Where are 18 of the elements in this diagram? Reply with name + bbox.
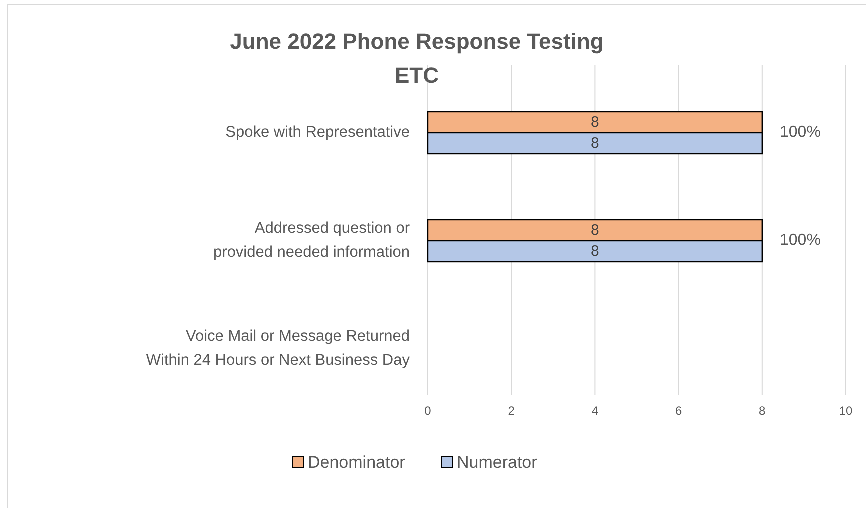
tick-label: 0	[424, 404, 432, 418]
category-label: Spoke with Representative	[224, 123, 410, 143]
data-label: 8	[590, 113, 600, 132]
tick-label: 8	[758, 404, 767, 418]
tick-label: 6	[674, 404, 684, 418]
chart-title: June 2022 Phone Response Testing ETC	[229, 28, 605, 90]
data-label: 8	[590, 221, 600, 240]
tick-label: 4	[590, 404, 600, 418]
percent-annotation: 100%	[780, 231, 821, 251]
category-label: Addressed question or provided needed information	[212, 219, 410, 263]
data-label: 8	[590, 134, 600, 153]
tick-label: 2	[507, 404, 516, 418]
legend-label: Denominator	[308, 452, 406, 474]
percent-annotation: 100%	[780, 123, 821, 143]
tick-label: 10	[838, 404, 854, 418]
data-label: 8	[590, 242, 600, 261]
category-label: Voice Mail or Message Returned Within 24 Hours or Next Business Day	[145, 327, 410, 371]
legend-label: Numerator	[457, 452, 538, 474]
